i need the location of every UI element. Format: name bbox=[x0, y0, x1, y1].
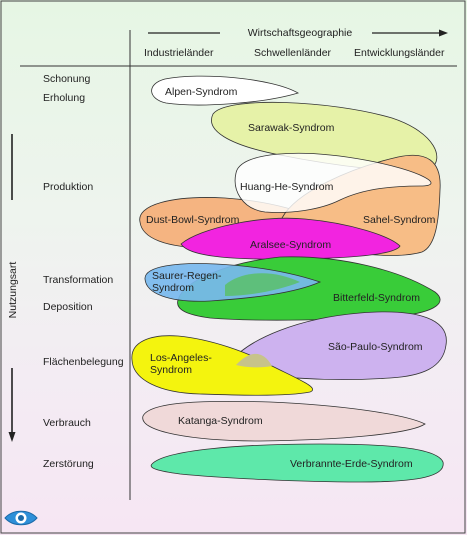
column-industrial: Industrieländer bbox=[144, 47, 214, 59]
label-dust-bowl: Dust-Bowl-Syndrom bbox=[146, 214, 240, 226]
arrow-head-right-icon bbox=[439, 29, 448, 37]
column-emerging: Schwellenländer bbox=[254, 47, 332, 59]
label-los-angeles-line2: Syndrom bbox=[150, 364, 192, 376]
verbrannte-erde-shape bbox=[150, 443, 444, 483]
row-label-deposition: Deposition bbox=[43, 301, 93, 313]
label-katanga: Katanga-Syndrom bbox=[178, 415, 263, 427]
alpen-shape bbox=[151, 75, 300, 106]
row-label-schonung: Schonung bbox=[43, 73, 90, 85]
label-sarawak: Sarawak-Syndrom bbox=[248, 122, 335, 134]
aralsee-shape bbox=[180, 217, 401, 260]
label-sao-paulo: São-Paulo-Syndrom bbox=[328, 341, 423, 353]
label-aralsee: Aralsee-Syndrom bbox=[250, 239, 331, 251]
los-angeles-shape bbox=[131, 335, 313, 396]
row-label-transformation: Transformation bbox=[43, 274, 113, 286]
label-saurer-regen-line1: Saurer-Regen- bbox=[152, 270, 222, 282]
label-huang-he: Huang-He-Syndrom bbox=[240, 181, 334, 193]
overlap-saurer-bitterfeld bbox=[225, 273, 300, 296]
row-label-produktion: Produktion bbox=[43, 181, 93, 193]
label-alpen: Alpen-Syndrom bbox=[165, 86, 238, 98]
label-saurer-regen-line2: Syndrom bbox=[152, 282, 194, 294]
overlap-la-saopaulo bbox=[236, 353, 272, 368]
axis-title-geography: Wirtschaftsgeographie bbox=[248, 27, 353, 39]
row-label-verbrauch: Verbrauch bbox=[43, 417, 91, 429]
row-label-zerstoerung: Zerstörung bbox=[43, 458, 94, 470]
label-sahel: Sahel-Syndrom bbox=[363, 214, 436, 226]
label-los-angeles-line1: Los-Angeles- bbox=[150, 352, 212, 364]
row-label-flaechenbelegung: Flächenbelegung bbox=[43, 356, 124, 368]
katanga-shape bbox=[142, 400, 426, 442]
label-verbrannte-erde: Verbrannte-Erde-Syndrom bbox=[290, 458, 413, 470]
arrow-head-down-icon bbox=[8, 432, 16, 442]
eye-icon bbox=[4, 510, 38, 526]
row-label-erholung: Erholung bbox=[43, 92, 85, 104]
side-axis-title: Nutzungsart bbox=[7, 262, 19, 319]
huang-he-shape bbox=[234, 152, 432, 213]
label-bitterfeld: Bitterfeld-Syndrom bbox=[333, 292, 420, 304]
column-developing: Entwicklungsländer bbox=[354, 47, 445, 59]
